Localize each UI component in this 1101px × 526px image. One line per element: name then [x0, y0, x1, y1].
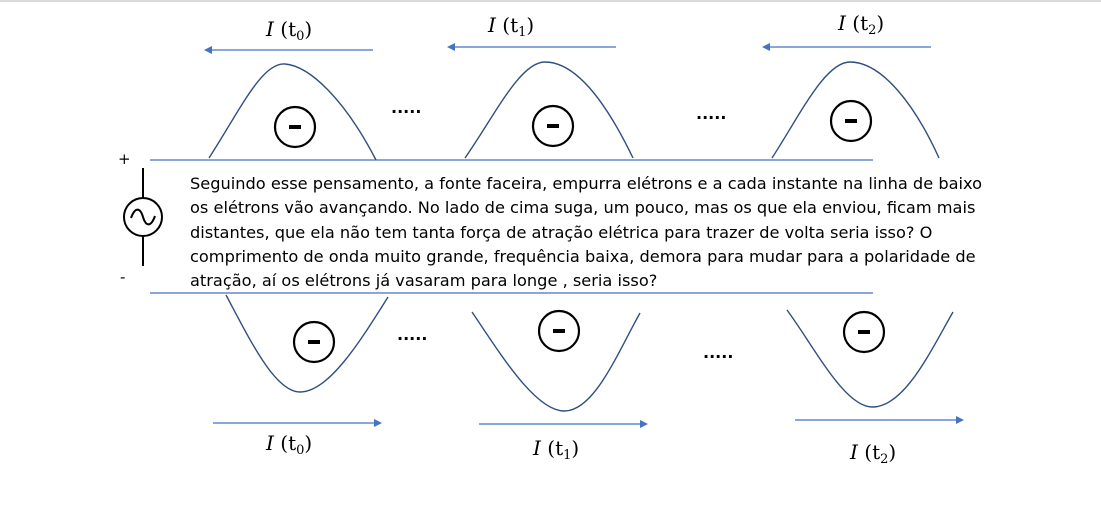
ellipsis-lower-1: ..... [397, 325, 428, 344]
current-label-top-t2: I (t2) [838, 11, 885, 38]
ellipsis-lower-2: ..... [703, 343, 734, 362]
source-minus-sign: - [120, 268, 126, 286]
upper-wave-t1 [464, 61, 634, 159]
current-label-bottom-t2: I (t2) [850, 440, 897, 467]
lower-wave-t1 [471, 311, 641, 412]
upper-wave-t0 [208, 63, 377, 161]
top-border [0, 0, 1101, 2]
current-label-top-t1: I (t1) [488, 13, 535, 40]
current-label-top-t0: I (t0) [266, 17, 313, 44]
explanation-paragraph: Seguindo esse pensamento, a fonte faceir… [190, 174, 982, 291]
current-label-bottom-t0: I (t0) [266, 431, 313, 458]
lower-wave-t2 [786, 309, 954, 408]
ellipsis-upper-2: ..... [696, 104, 727, 123]
current-label-bottom-t1: I (t1) [533, 436, 580, 463]
electron-signs [289, 119, 870, 344]
ellipsis-upper-1: ..... [391, 98, 422, 117]
source-plus-sign: + [118, 150, 131, 168]
ac-source-icon [123, 168, 163, 266]
upper-wave-t2 [771, 61, 940, 159]
lower-wave-t0 [225, 294, 389, 393]
